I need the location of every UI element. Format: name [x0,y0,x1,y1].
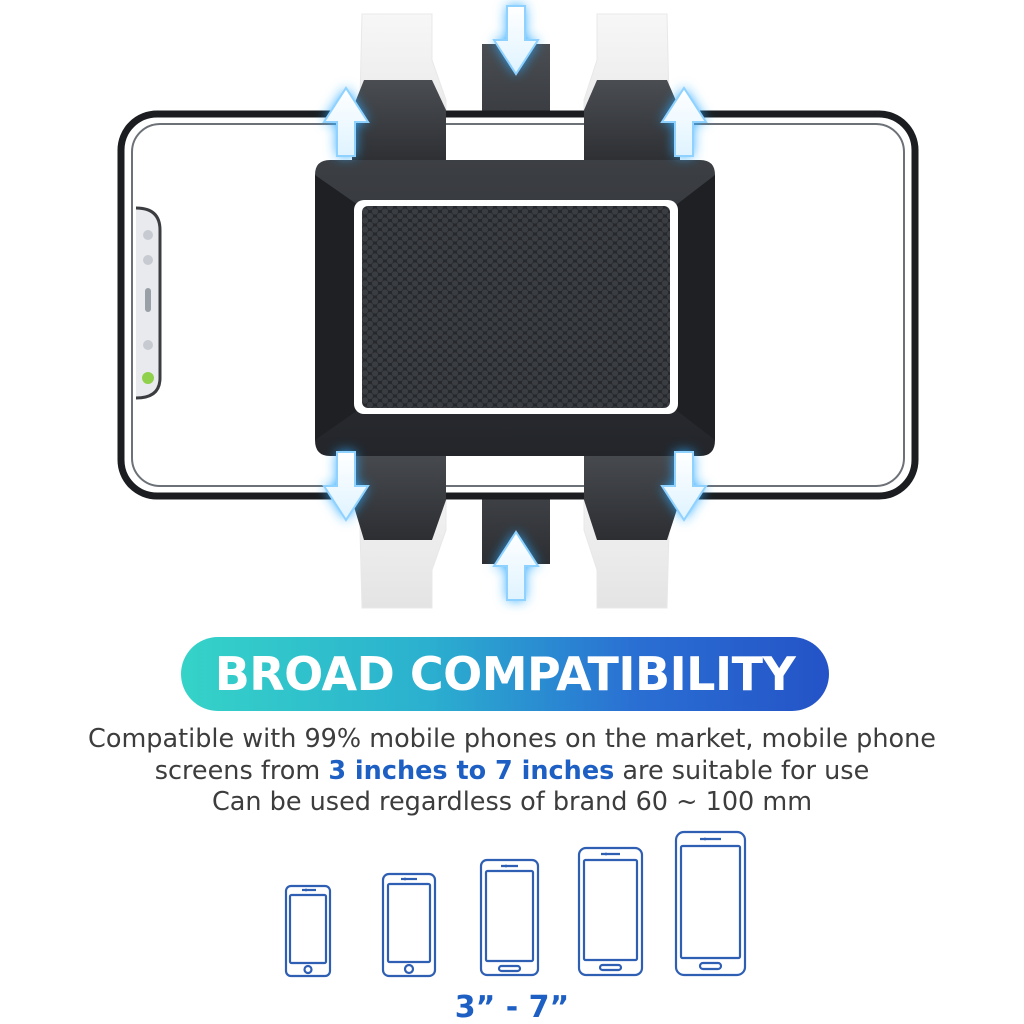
size-highlight: 3 inches to 7 inches [328,756,615,786]
size-range-label: 3” - 7” [454,990,570,1024]
description-line-1: Compatible with 99% mobile phones on the… [88,724,936,754]
clamp-top-right [584,80,680,165]
description-line-2-start: screens from [154,756,329,786]
clamp-top-left [352,80,446,165]
phone-size-icon [577,846,644,977]
description-line-2-end: are suitable for use [614,756,870,786]
phone-size-icon [479,858,540,977]
clamp-bottom-left [352,445,446,540]
description-line-3: Can be used regardless of brand 60 ~ 100… [211,787,813,817]
phone-size-icon [284,884,332,978]
holder-body [315,160,715,456]
phone-size-icon [674,830,747,977]
adjust-arrow-icon [322,5,708,601]
description-line-2: screens from 3 inches to 7 inches are su… [0,756,1024,786]
banner-title: BROAD COMPATIBILITY [214,647,796,701]
phone-size-icon [381,872,437,978]
title-banner: BROAD COMPATIBILITY [181,637,829,711]
phone-sizes-row [284,830,747,978]
clamp-bottom-right [584,445,680,540]
phone-holder-illustration [117,5,919,609]
